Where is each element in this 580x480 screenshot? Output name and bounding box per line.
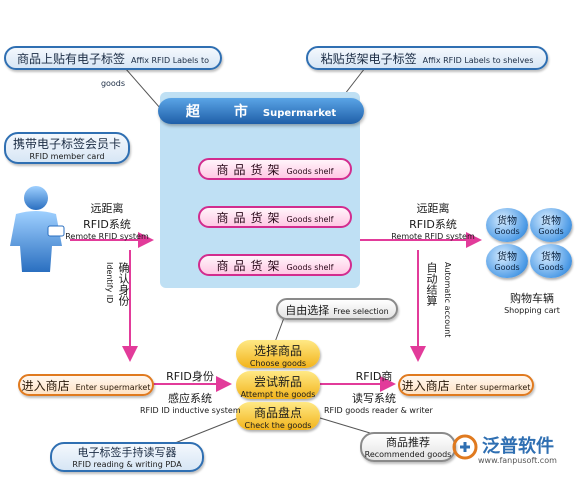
recommend-callout: 商品推荐 Recommended goods: [360, 432, 456, 462]
left-rfid-system: 远距离 RFID系统 Remote RFID system: [62, 200, 152, 241]
goods-reader-system: RFID商 读写系统 RFID goods reader & writer: [324, 368, 433, 415]
recommend-en: Recommended goods: [364, 450, 452, 459]
left-rfid-line2: RFID系统: [83, 218, 131, 231]
enter-left-zh: 进入商店: [21, 379, 70, 393]
member-card-en: RFID member card: [29, 152, 105, 161]
choose-goods-en: Choose goods: [249, 359, 307, 368]
reader-system-line1: RFID商: [355, 370, 393, 383]
pda-callout: 电子标签手持读写器 RFID reading & writing PDA: [50, 442, 204, 472]
member-person-icon: [10, 186, 65, 272]
goods-shelf-3-zh: 商品货架: [216, 259, 285, 273]
free-selection-zh: 自由选择: [285, 304, 330, 317]
attempt-goods-zh: 尝试新品: [253, 375, 302, 389]
goods-shelf-1-zh: 商品货架: [216, 163, 285, 177]
recommend-zh: 商品推荐: [386, 436, 430, 449]
cart-goods-3-en: Goods: [494, 263, 520, 272]
free-selection-en: Free selection: [333, 307, 389, 316]
check-goods-en: Check the goods: [244, 421, 312, 430]
supermarket-title-en: Supermarket: [262, 108, 337, 119]
shopping-cart-en: Shopping cart: [504, 306, 560, 315]
goods-shelf-1-en: Goods shelf: [286, 167, 334, 176]
enter-supermarket-right: 进入商店 Enter supermarket: [398, 374, 534, 396]
supermarket-title-zh: 超 市: [185, 104, 250, 120]
shelf-label-callout: 粘贴货架电子标签 Affix RFID Labels to shelves: [306, 46, 548, 70]
id-system-line1: RFID身份: [166, 370, 214, 383]
supermarket-header: 超 市 Supermarket: [158, 98, 364, 124]
id-system-line2: 感应系统: [168, 392, 212, 405]
shelf-label-en: Affix RFID Labels to shelves: [422, 56, 534, 65]
right-rfid-line1: 远距离: [416, 202, 450, 215]
cart-goods-2-zh: 货物: [541, 216, 561, 227]
cart-goods-2-en: Goods: [538, 227, 564, 236]
right-rfid-en: Remote RFID system: [391, 232, 475, 241]
check-goods-zh: 商品盘点: [253, 406, 302, 420]
brand-url: www.fanpusoft.com: [478, 456, 557, 465]
enter-supermarket-left: 进入商店 Enter supermarket: [18, 374, 154, 396]
connector-pda: [169, 417, 239, 446]
enter-right-en: Enter supermarket: [455, 383, 531, 392]
attempt-goods-en: Attempt the goods: [240, 390, 316, 399]
id-inductive-system: RFID身份 感应系统 RFID ID inductive system: [140, 368, 241, 415]
identify-en: Identify ID: [105, 262, 114, 304]
fanpu-logo-icon: [452, 434, 478, 460]
id-system-en: RFID ID inductive system: [140, 406, 241, 415]
goods-shelf-3-en: Goods shelf: [286, 263, 334, 272]
auto-account-en: Automatic account: [443, 262, 452, 338]
left-rfid-en: Remote RFID system: [65, 232, 149, 241]
member-card-zh: 携带电子标签会员卡: [12, 137, 121, 151]
identify-zh: 确认身份: [117, 262, 130, 306]
enter-right-zh: 进入商店: [401, 379, 450, 393]
goods-label-zh: 商品上贴有电子标签: [16, 52, 125, 66]
pda-zh: 电子标签手持读写器: [77, 446, 177, 459]
left-rfid-line1: 远距离: [90, 202, 124, 215]
goods-shelf-2-zh: 商品货架: [216, 211, 285, 225]
cart-goods-4-zh: 货物: [541, 252, 561, 263]
member-card-callout: 携带电子标签会员卡 RFID member card: [4, 132, 130, 164]
reader-system-line2: 读写系统: [352, 392, 396, 405]
brand-name: 泛普软件: [482, 436, 554, 457]
enter-left-en: Enter supermarket: [75, 383, 151, 392]
choose-goods-zh: 选择商品: [253, 344, 302, 358]
auto-account-zh: 自动结算: [425, 262, 438, 306]
shopping-cart-label: 购物车辆 Shopping cart: [490, 290, 574, 315]
right-rfid-system: 远距离 RFID系统 Remote RFID system: [388, 200, 478, 241]
cart-goods-4-en: Goods: [538, 263, 564, 272]
shopping-cart-zh: 购物车辆: [510, 292, 554, 305]
shelf-label-zh: 粘贴货架电子标签: [320, 52, 417, 66]
reader-system-en: RFID goods reader & writer: [324, 406, 433, 415]
goods-label-en: Affix RFID Labels to goods: [100, 56, 210, 88]
cart-goods-1-zh: 货物: [497, 216, 517, 227]
pda-en: RFID reading & writing PDA: [72, 460, 182, 469]
goods-shelf-2-en: Goods shelf: [286, 215, 334, 224]
cart-goods-3-zh: 货物: [497, 252, 517, 263]
cart-goods-1-en: Goods: [494, 227, 520, 236]
right-rfid-line2: RFID系统: [409, 218, 457, 231]
